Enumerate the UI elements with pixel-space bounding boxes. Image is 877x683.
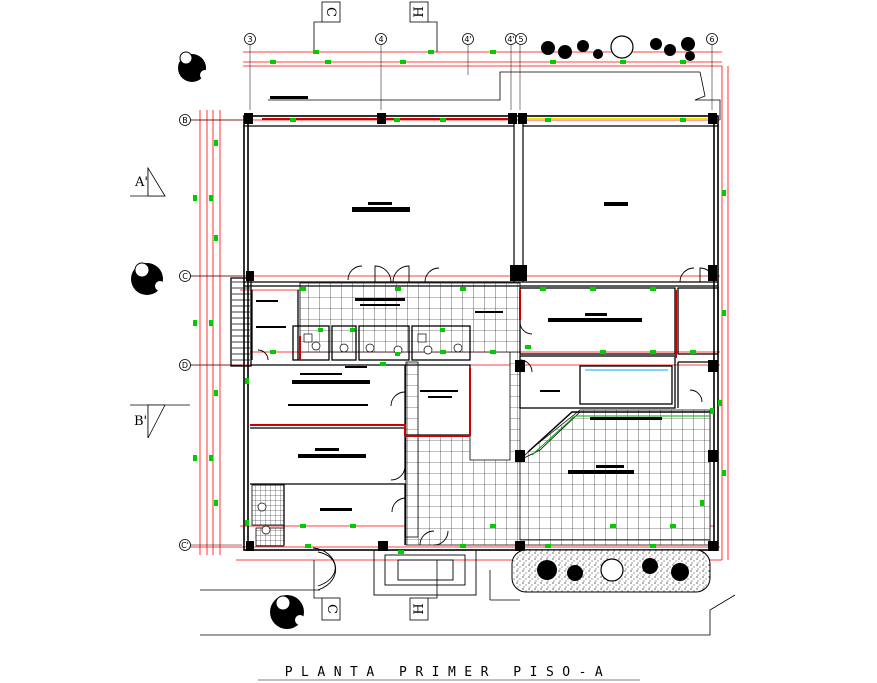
- section-cut-h-bottom: [409, 560, 438, 621]
- section-label-b: B': [134, 414, 147, 429]
- section-cut-c-bottom: [313, 560, 341, 621]
- tree-bottom-left: [270, 595, 305, 629]
- upper-rooms: [244, 116, 718, 287]
- axis-lines: [190, 45, 713, 546]
- tree-top-left: [178, 51, 210, 82]
- section-cut-c-top: [313, 1, 341, 52]
- drawing-title: PLANTA PRIMER PISO-A: [285, 665, 612, 680]
- entry-steps: [312, 547, 477, 596]
- section-label-h-bottom: H: [412, 603, 427, 614]
- row-axis-bubbles: [179, 114, 191, 551]
- section-label-c-top: C: [323, 7, 338, 17]
- left-stairs: [232, 281, 250, 361]
- section-cut-b: [130, 404, 190, 439]
- red-wall-segments: [250, 290, 677, 437]
- bathroom-fixtures: [257, 333, 463, 535]
- diagonal-wall: [527, 411, 710, 456]
- structural-columns: [244, 113, 718, 551]
- axis-label-4-prime-a: 4': [464, 35, 471, 44]
- tiled-floor: [251, 282, 711, 547]
- axis-label-5: 5: [518, 35, 523, 44]
- axis-label-4: 4: [378, 35, 383, 44]
- shrubs-top-right: [541, 35, 695, 61]
- planter-bottom-right: [511, 549, 711, 593]
- site-outline: [200, 71, 736, 636]
- bathroom-green-marks: [318, 328, 445, 356]
- section-label-a: A': [134, 175, 148, 190]
- axis-label-4-prime-b: 4': [507, 35, 514, 44]
- section-label-c-bottom: C: [324, 604, 339, 614]
- section-cut-a: [130, 166, 166, 197]
- axis-label-3: 3: [247, 35, 252, 44]
- room-text-bars: [256, 96, 662, 511]
- column-axis-bubbles: [244, 33, 718, 45]
- axis-label-c: C: [182, 272, 188, 281]
- axis-label-b: B: [182, 116, 188, 125]
- axis-label-d: D: [182, 361, 188, 370]
- tree-left-mid: [131, 262, 165, 295]
- axis-label-c-prime: C': [181, 541, 189, 550]
- green-markers: [193, 50, 726, 554]
- section-cut-h-top: [409, 1, 438, 52]
- axis-label-6: 6: [709, 35, 714, 44]
- section-label-h-top: H: [412, 6, 427, 17]
